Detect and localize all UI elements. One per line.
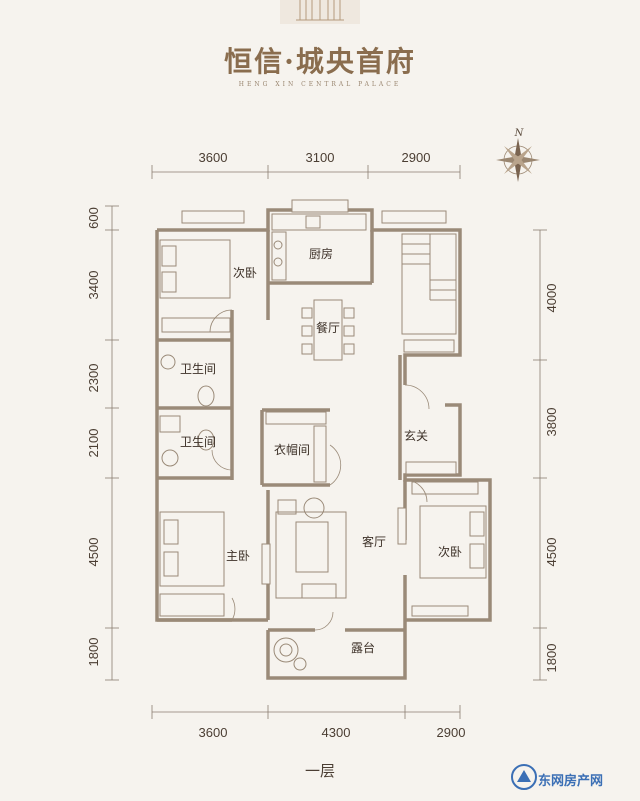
bed-furniture-master: [159, 511, 225, 617]
room-label-secondary-bedroom-2: 次卧: [438, 545, 462, 559]
left-dim-1: 600: [86, 207, 101, 229]
left-dim-4: 2100: [86, 429, 101, 458]
left-dim-2: 3400: [86, 271, 101, 300]
room-label-living-room: 客厅: [362, 534, 386, 549]
bottom-dim-2: 4300: [322, 725, 351, 740]
room-label-bathroom-2: 卫生间: [180, 435, 216, 449]
room-label-master-bedroom: 主卧: [226, 549, 250, 563]
room-label-cloakroom: 衣帽间: [274, 442, 310, 457]
right-dim-2: 3800: [544, 408, 559, 437]
right-dimension-line: [533, 229, 547, 681]
floor-label: 一层: [304, 762, 335, 780]
top-dim-1: 3600: [199, 150, 228, 165]
left-dim-6: 1800: [86, 638, 101, 667]
room-label-secondary-bedroom-1: 次卧: [233, 266, 257, 280]
bed-furniture-1: [159, 239, 231, 333]
top-dimension-line: [151, 165, 461, 179]
room-label-bathroom-1: 卫生间: [180, 362, 216, 376]
room-label-dining: 餐厅: [316, 320, 340, 335]
sofa-set: [275, 497, 347, 599]
windows: [181, 199, 479, 617]
left-dim-5: 4500: [86, 538, 101, 567]
bottom-dim-1: 3600: [199, 725, 228, 740]
room-label-kitchen: 厨房: [309, 246, 333, 261]
brand-title: 恒信·城央首府: [224, 45, 416, 78]
terrace-plants: [273, 637, 307, 671]
dining-table: [301, 299, 355, 361]
right-dim-4: 1800: [544, 644, 559, 673]
kitchen-counter: [271, 213, 367, 281]
room-label-foyer: 玄关: [404, 428, 428, 443]
watermark-text: 东网房产网: [538, 774, 604, 789]
top-dim-2: 3100: [306, 150, 335, 165]
staircase: [401, 233, 457, 335]
brand-subtitle: HENG XIN CENTRAL PALACE: [238, 81, 402, 88]
left-dim-3: 2300: [86, 364, 101, 393]
right-dim-3: 4500: [544, 538, 559, 567]
left-dimension-line: [105, 205, 119, 681]
top-dim-3: 2900: [402, 150, 431, 165]
bottom-dimension-line: [151, 705, 461, 719]
room-label-terrace: 露台: [351, 640, 375, 655]
right-dim-1: 4000: [544, 284, 559, 313]
bottom-dim-3: 2900: [437, 725, 466, 740]
watermark-logo-icon: [511, 764, 537, 790]
door-swings: [209, 309, 430, 631]
logo-emblem-icon: [280, 0, 360, 24]
compass-icon: [496, 138, 540, 182]
cloakroom-shelves: [265, 411, 327, 483]
compass-label: N: [514, 128, 525, 139]
bathroom-fixtures: [159, 354, 215, 467]
bed-furniture-2: [419, 505, 487, 579]
